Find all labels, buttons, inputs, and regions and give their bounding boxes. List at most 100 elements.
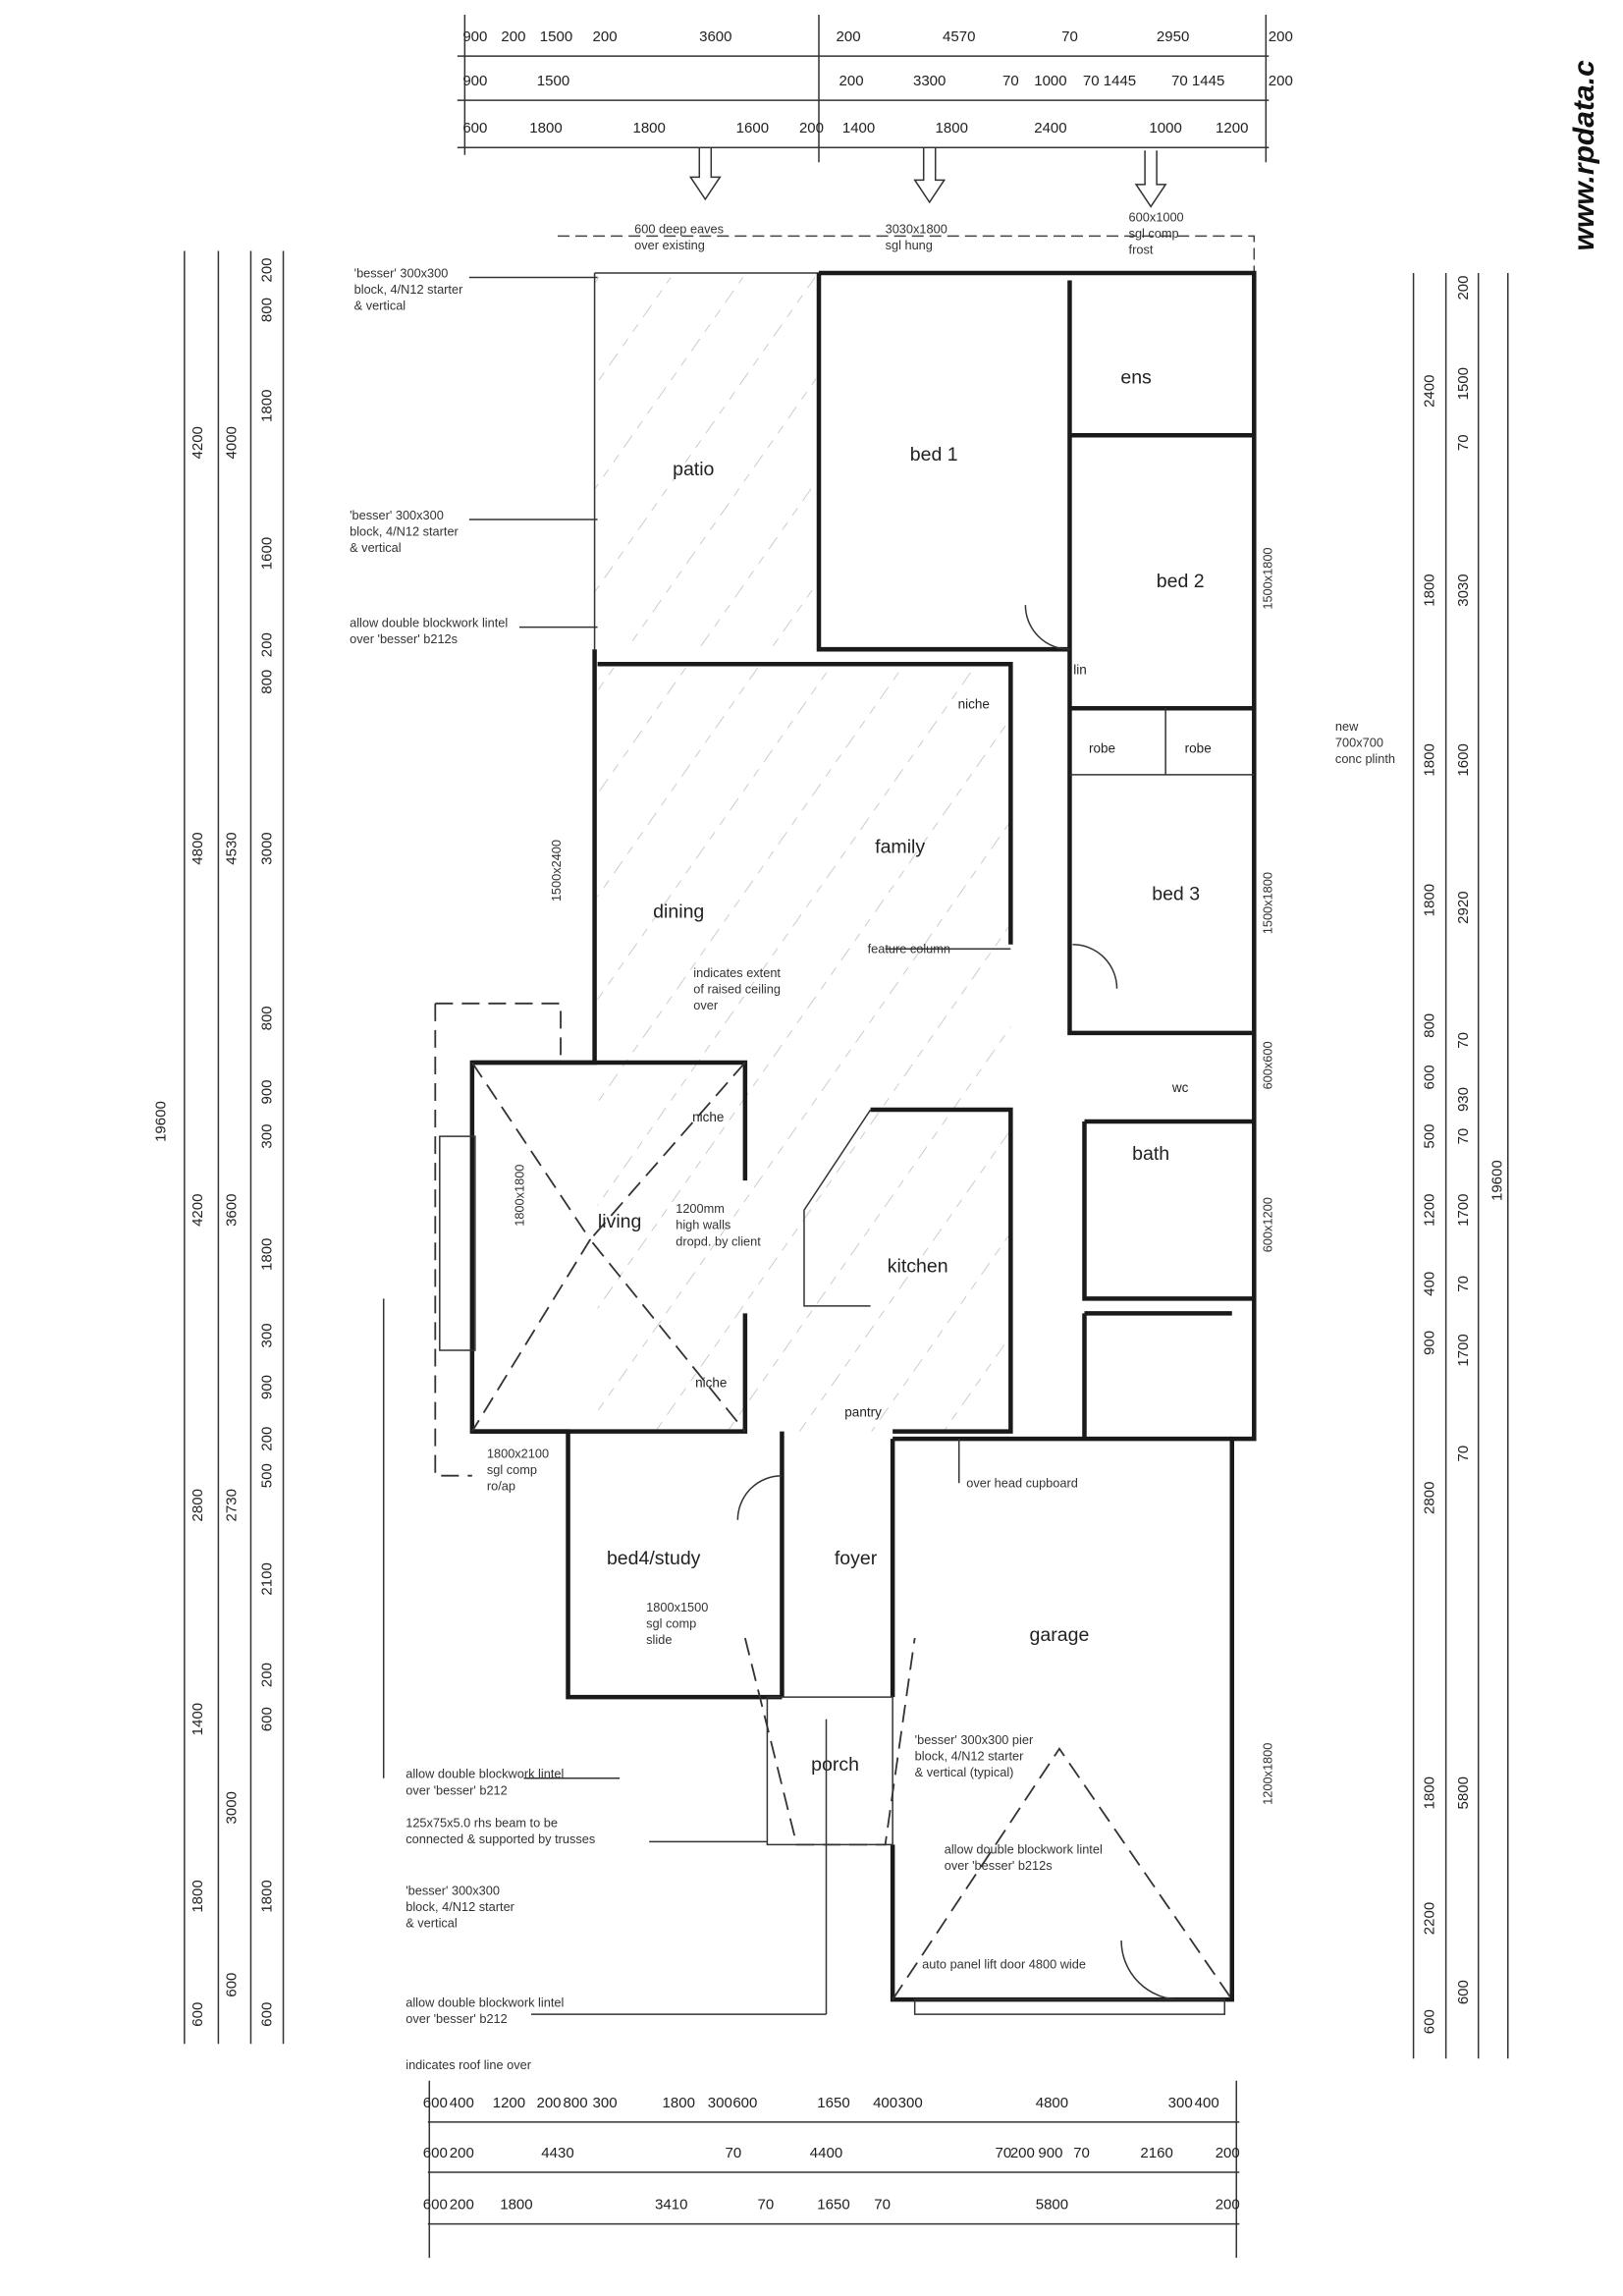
dimension-label: 1200 (1216, 120, 1248, 137)
dimension-label: 1600 (1455, 743, 1472, 776)
room-label-patio: patio (673, 459, 714, 480)
dimension-label: 1600 (258, 537, 275, 570)
dimension-label: 200 (258, 1663, 275, 1687)
dimension-label: 70 (995, 2145, 1011, 2161)
dimension-label: 3600 (223, 1194, 240, 1227)
dimension-label: 1800 (936, 120, 968, 137)
dimension-label: 2730 (223, 1489, 240, 1521)
dimension-label: 200 (450, 2197, 474, 2214)
dimension-label: 1800 (258, 390, 275, 422)
dimension-label: 3000 (223, 1791, 240, 1824)
room-label-pantry: pantry (844, 1405, 882, 1420)
note-roof-line: indicates roof line over (406, 2057, 531, 2072)
dimension-label: 600 (423, 2197, 448, 2214)
dimension-label: 200 (1010, 2145, 1035, 2161)
note-win-top: sgl hung (886, 238, 933, 252)
room-label-ens: ens (1120, 367, 1152, 389)
room-label-lin: lin (1073, 663, 1087, 678)
note-win-ens: 600x1000 (1129, 209, 1184, 224)
dimension-label: 800 (258, 1006, 275, 1030)
dimension-label: 3600 (699, 28, 731, 45)
dimension-label: 900 (1422, 1331, 1438, 1355)
overall-dimension-right: 19600 (1489, 1160, 1506, 1201)
dimension-label: 3300 (913, 73, 946, 89)
note-garage-besser: block, 4/N12 starter (915, 1749, 1024, 1764)
note-garage-besser: & vertical (typical) (915, 1765, 1014, 1779)
dimension-label: 400 (1195, 2095, 1219, 2111)
window-label-dining: 1500x2400 (549, 840, 564, 902)
dimension-label: 400 (450, 2095, 474, 2111)
dimension-label: 70 (1002, 73, 1019, 89)
dimension-label: 200 (1216, 2197, 1240, 2214)
dimension-label: 1000 (1034, 73, 1066, 89)
dimension-label: 4200 (189, 426, 206, 459)
dimension-label: 1500 (1455, 367, 1472, 400)
dimension-label: 1700 (1455, 1334, 1472, 1366)
dimension-label: 200 (536, 2095, 561, 2111)
dimension-label: 4570 (943, 28, 975, 45)
dimension-label: 2100 (258, 1562, 275, 1595)
dimension-label: 70 (1455, 1276, 1472, 1292)
note-win-bed4: slide (646, 1632, 672, 1647)
room-label-bed2: bed 2 (1157, 571, 1205, 592)
dimension-label: 1650 (817, 2095, 849, 2111)
room-label-bath: bath (1132, 1143, 1169, 1165)
dimension-label: 70 (1073, 2145, 1090, 2161)
window-label-bed3: 1500x1800 (1260, 872, 1274, 934)
note-rhs-beam: connected & supported by trusses (406, 1831, 595, 1846)
dimension-label: 600 (462, 120, 487, 137)
dimension-label: 70 (874, 2197, 891, 2214)
note-garage-lintel: over 'besser' b212s (945, 1858, 1053, 1873)
raised-ceiling-hatch (597, 664, 1011, 1432)
dimension-label: 1400 (189, 1703, 206, 1735)
note-besser-top: block, 4/N12 starter (354, 282, 463, 297)
dimension-label: 800 (258, 670, 275, 694)
note-rhs-beam: 125x75x5.0 rhs beam to be (406, 1815, 558, 1830)
dimension-label: 1200 (493, 2095, 525, 2111)
room-label-niche2: niche (692, 1110, 724, 1124)
note-overhead: over head cupboard (966, 1476, 1078, 1491)
note-raised-ceiling: over (693, 998, 719, 1012)
room-label-living: living (598, 1211, 641, 1232)
dimension-label: 70 1445 (1171, 73, 1224, 89)
dimension-label: 300 (258, 1323, 275, 1347)
note-besser-mid: 'besser' 300x300 (350, 508, 444, 522)
dimension-label: 200 (450, 2145, 474, 2161)
note-garage-lintel: allow double blockwork lintel (945, 1841, 1103, 1856)
dimension-label: 2920 (1455, 891, 1472, 923)
dimension-label: 600 (732, 2095, 757, 2111)
watermark: www.rpdata.c (1568, 60, 1600, 251)
dimension-label: 1800 (500, 2197, 532, 2214)
note-besser-top: 'besser' 300x300 (354, 266, 449, 281)
dimension-label: 2400 (1034, 120, 1066, 137)
dimension-label: 200 (501, 28, 525, 45)
dimension-label: 200 (839, 73, 864, 89)
dimension-label: 200 (1455, 275, 1472, 300)
note-win-bed4: 1800x1500 (646, 1600, 708, 1614)
dimension-label: 2950 (1157, 28, 1189, 45)
walls (439, 235, 1257, 2015)
dimension-label: 4000 (223, 426, 240, 459)
dimension-label: 5800 (1036, 2197, 1068, 2214)
room-label-niche1: niche (958, 696, 990, 711)
dimension-label: 1600 (736, 120, 769, 137)
room-label-bed1: bed 1 (910, 444, 958, 465)
dimension-label: 1800 (529, 120, 562, 137)
note-win-top: 3030x1800 (886, 221, 947, 236)
window-label-wc: 600x600 (1260, 1041, 1274, 1089)
window-labels: 1500x18001500x1800600x600600x12001200x18… (512, 547, 1274, 1804)
dimension-label: 5800 (1455, 1777, 1472, 1809)
dimension-label: 4530 (223, 832, 240, 864)
dimension-label: 2800 (189, 1489, 206, 1521)
note-plinth: conc plinth (1335, 751, 1395, 766)
dimension-label: 930 (1455, 1087, 1472, 1112)
dimension-label: 4400 (810, 2145, 842, 2161)
room-label-kitchen: kitchen (888, 1255, 948, 1277)
roof-lines (434, 1002, 1233, 2000)
dimension-label: 900 (1038, 2145, 1062, 2161)
dimension-label: 400 (1422, 1272, 1438, 1296)
dimension-label: 3000 (258, 832, 275, 864)
dimension-label: 1800 (632, 120, 665, 137)
